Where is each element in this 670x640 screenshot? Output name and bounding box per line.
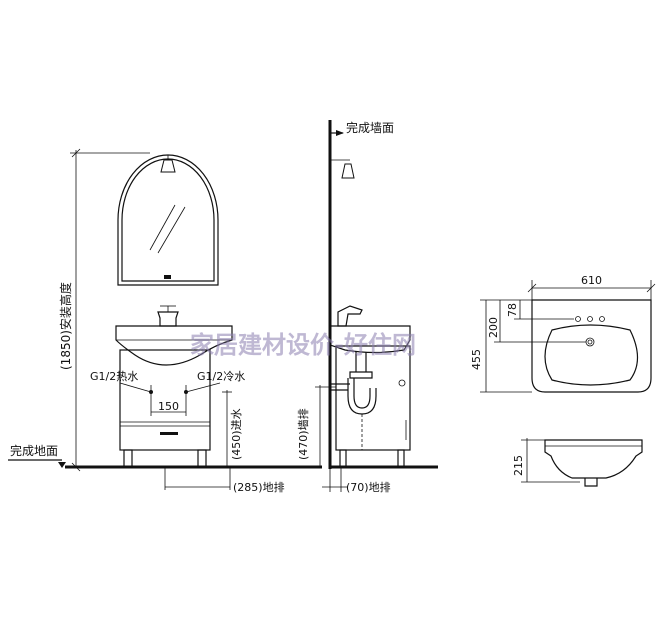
cold-water-label: G1/2冷水 [197, 370, 245, 383]
cabinet-front [119, 349, 211, 451]
front-view: 完成地面 (1850)安装高度 [8, 148, 322, 494]
side-lamp-icon [341, 163, 355, 179]
mirror-lamp-icon [160, 159, 176, 173]
floor-drain-left-label: (285)地排 [233, 480, 285, 494]
wall-drain-label: (470)墙排 [296, 408, 310, 460]
basin-section-view: 215 [512, 438, 643, 487]
install-height-label: (1850)安装高度 [58, 282, 73, 370]
floor-arrow-icon [58, 462, 66, 468]
basin-side [329, 325, 411, 354]
faucet-side-icon [337, 305, 363, 327]
floor-label: 完成地面 [10, 443, 58, 458]
side-view: 完成墙面 (470)墙排 (70)地排 [296, 120, 438, 494]
drain-trap [355, 352, 367, 372]
watermark: 家居建材设价-好住网 [190, 331, 416, 359]
hot-water-label: G1/2热水 [90, 370, 138, 383]
dim-78-label: 78 [506, 303, 519, 317]
cabinet-side [335, 345, 411, 451]
basin-plan-outline [531, 299, 652, 393]
floor-drain-right-label: (70)地排 [346, 480, 391, 494]
pipe-spacing-label: 150 [158, 400, 179, 413]
wall-label: 完成墙面 [346, 120, 394, 135]
dim-215-label: 215 [512, 455, 525, 476]
dim-200-label: 200 [487, 317, 500, 338]
basin-section-outline [544, 439, 643, 479]
wall-arrow-icon [336, 130, 344, 136]
mirror [117, 154, 219, 286]
basin-front [115, 325, 233, 366]
dim-455-label: 455 [470, 349, 483, 370]
basin-plan-view: 610 455 200 78 [470, 274, 656, 393]
faucet-icon [157, 311, 179, 327]
basin-width-label: 610 [581, 274, 602, 287]
inlet-height-label: (450)进水 [230, 408, 243, 460]
